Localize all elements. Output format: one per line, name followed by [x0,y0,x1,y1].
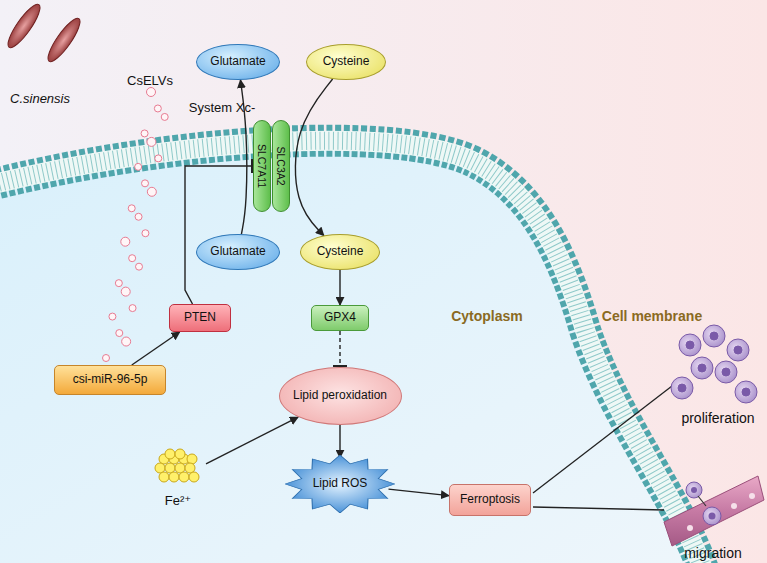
outcome-label: proliferation [681,410,754,426]
connector [206,417,298,464]
vesicle [136,263,143,270]
node-text: Lipid peroxidation [293,389,387,403]
vesicle [135,163,142,170]
vesicle [142,180,149,187]
metabolite-ellipse: Cysteine [300,234,380,270]
vesicle [129,305,136,312]
vesicle [109,313,116,320]
vesicle [116,330,123,337]
vesicle [121,287,130,296]
mirna-box: csi-miR-96-5p [54,365,166,395]
vesicle [142,230,149,237]
region-label: Cell membrane [602,308,702,324]
node-text: Glutamate [210,55,265,69]
metabolite-ellipse: Glutamate [196,44,280,80]
node-text: Fe²⁺ [165,494,191,509]
vesicle [129,255,136,262]
node-text: GPX4 [324,311,356,325]
node-text: PTEN [184,311,216,325]
outcome-label: migration [684,545,742,561]
transporter-subunit: SLC7A11 [253,120,271,212]
metabolite-ellipse: Glutamate [196,234,280,270]
node-text: SLC7A11 [256,144,268,188]
vesicle-label: CsELVs [127,73,173,88]
vesicle [121,237,130,246]
connector [389,489,449,495]
vesicle [154,105,161,112]
parasite-worms [3,1,84,66]
vesicle [161,113,168,120]
transporter-subunit: SLC3A2 [272,120,290,212]
node-text: Glutamate [210,245,265,259]
cell-membrane [0,141,705,563]
region-label: Cytoplasm [451,308,523,324]
vesicles [103,88,169,362]
protein-box: GPX4 [311,305,369,331]
metabolite-ellipse: Cysteine [306,44,386,80]
node-text: Lipid ROS [313,477,368,491]
process-ellipse: Lipid peroxidation [279,367,402,425]
connector [339,270,340,305]
cytoplasm-ground [0,141,705,563]
node-text: SLC3A2 [275,146,287,185]
connector [339,331,340,367]
vesicle [147,187,156,196]
vesicle [141,130,148,137]
node-text: csi-miR-96-5p [73,373,148,387]
vesicle [147,137,156,146]
migration-vessel [664,476,764,546]
iron-ion: Fe²⁺ [150,447,206,509]
vesicle [122,337,131,346]
connector [132,332,180,365]
connector [339,425,340,458]
vesicle [135,213,142,220]
vesicle [103,355,110,362]
ros-burst: Lipid ROS [285,455,395,513]
vesicle [115,280,122,287]
protein-box: PTEN [169,304,231,332]
transporter-label: System Xc- [189,100,255,115]
connector [295,79,332,236]
node-text: Cysteine [317,245,364,259]
vesicle [155,155,162,162]
organism-label: C.sinensis [10,91,70,106]
vesicle [147,88,156,97]
vesicle [128,205,135,212]
process-box: Ferroptosis [449,484,531,516]
node-text: Ferroptosis [460,493,520,507]
node-text: Cysteine [323,55,370,69]
ferroptosis-leaders [533,386,672,510]
proliferating-cells [671,325,757,403]
